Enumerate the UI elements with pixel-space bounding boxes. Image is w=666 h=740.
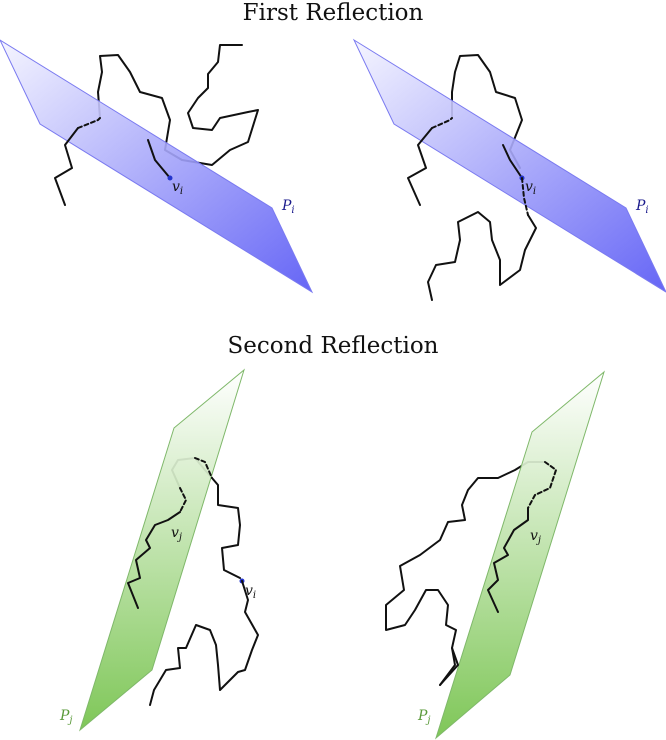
chain-dashed-segment-mid (179, 487, 187, 513)
panel-second-before: vj vi Pj (59, 368, 259, 732)
vj-label: vj (530, 528, 541, 546)
chain-back-segment-right (181, 44, 259, 166)
chain-front-segment (54, 127, 79, 206)
vertex-vi (167, 175, 173, 181)
second-reflection-title: Second Reflection (227, 333, 439, 359)
pi-label: Pi (281, 198, 295, 216)
chain-front-lower (439, 647, 459, 686)
chain-reflected-segment (427, 211, 537, 301)
vj-label: vj (171, 525, 182, 543)
chain-back-segment (97, 54, 183, 161)
chain-front-segment (487, 507, 529, 613)
chain-front-segment-upper (147, 139, 171, 179)
vi-label: vi (172, 179, 183, 197)
chain-dashed-segment (527, 461, 557, 509)
first-reflection-title: First Reflection (242, 0, 424, 26)
plane-pj (79, 368, 245, 732)
chain-front-segment (127, 511, 181, 609)
plane-pi (0, 39, 314, 294)
panel-second-after: vj Pj (385, 370, 605, 740)
chain-dashed-segment-lower (521, 177, 529, 216)
panel-first-before: vi Pi (0, 39, 314, 294)
chain-back-segment (451, 54, 523, 169)
vi-label: vi (245, 583, 256, 601)
vi-label: vi (525, 179, 536, 197)
plane-pj (435, 370, 605, 740)
chain-front-segment-upper (502, 144, 523, 179)
chain-dashed-segment (431, 117, 453, 129)
plane-pi (352, 38, 666, 293)
pj-label: Pj (417, 708, 431, 726)
chain-dashed-segment (77, 117, 101, 129)
chain-front-segment (407, 127, 433, 206)
chain-reflected-segment (149, 580, 259, 706)
pi-label: Pi (635, 198, 649, 216)
chain-dashed-segment (194, 457, 213, 479)
panel-first-after: vi Pi (352, 38, 666, 301)
pj-label: Pj (59, 708, 73, 726)
